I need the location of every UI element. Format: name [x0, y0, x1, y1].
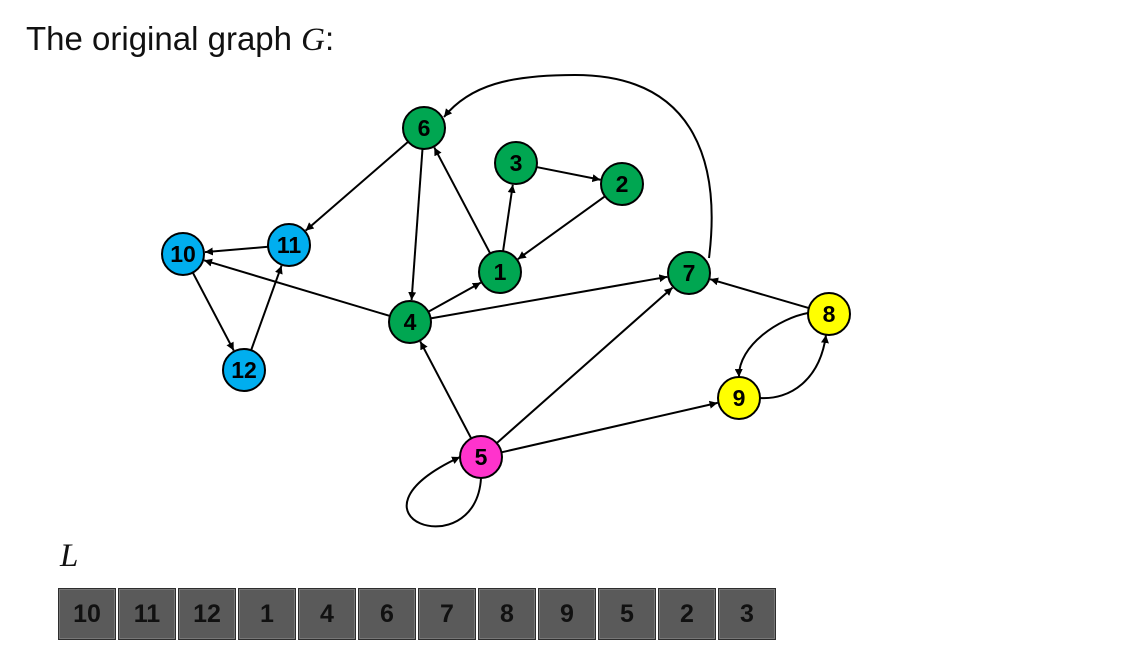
edge-1-to-3 — [502, 184, 516, 252]
edge-12-to-11 — [250, 265, 283, 351]
node-circle — [402, 106, 446, 150]
edge-11-to-10 — [204, 245, 269, 256]
node-11: 11 — [267, 223, 311, 267]
edges-layer — [191, 73, 829, 528]
node-label: 10 — [170, 241, 196, 267]
list-cell: 2 — [658, 588, 716, 640]
node-5: 5 — [459, 435, 503, 479]
list-cell: 3 — [718, 588, 776, 640]
node-3: 3 — [494, 141, 538, 185]
node-label: 3 — [510, 150, 523, 176]
edge-8-to-9 — [734, 312, 809, 378]
edge-10-to-12 — [191, 272, 235, 351]
edge-1-to-6 — [433, 146, 492, 254]
node-2: 2 — [600, 162, 644, 206]
node-9: 9 — [717, 376, 761, 420]
node-circle — [388, 300, 432, 344]
node-circle — [161, 232, 205, 276]
edge-4-to-1 — [427, 281, 482, 313]
node-label: 4 — [404, 309, 417, 335]
node-6: 6 — [402, 106, 446, 150]
node-1: 1 — [478, 250, 522, 294]
node-label: 1 — [494, 259, 507, 285]
edge-5-to-5 — [405, 456, 482, 528]
node-label: 7 — [683, 260, 696, 286]
node-12: 12 — [222, 348, 266, 392]
edge-9-to-8 — [759, 334, 829, 400]
list-cell: 5 — [598, 588, 656, 640]
edge-5-to-7 — [496, 286, 674, 444]
edge-2-to-1 — [517, 195, 606, 260]
node-circle — [717, 376, 761, 420]
node-label: 11 — [277, 232, 302, 258]
node-4: 4 — [388, 300, 432, 344]
list-label: L — [60, 538, 79, 574]
title-graph-symbol: G — [301, 22, 326, 58]
node-circle — [600, 162, 644, 206]
edge-5-to-4 — [419, 341, 473, 439]
node-label: 8 — [823, 301, 836, 327]
edge-3-to-2 — [536, 166, 601, 183]
list-cell: 7 — [418, 588, 476, 640]
node-label: 9 — [733, 385, 746, 411]
node-label: 12 — [231, 357, 257, 383]
node-label: 6 — [418, 115, 431, 141]
node-label: 2 — [616, 171, 629, 197]
node-circle — [478, 250, 522, 294]
list-cell: 6 — [358, 588, 416, 640]
list-cell: 1 — [238, 588, 296, 640]
edge-4-to-7 — [430, 274, 668, 320]
list-cell: 10 — [58, 588, 116, 640]
node-circle — [222, 348, 266, 392]
node-circle — [667, 251, 711, 295]
edge-6-to-4 — [408, 148, 424, 301]
list-cell: 9 — [538, 588, 596, 640]
node-circle — [494, 141, 538, 185]
list-cell: 12 — [178, 588, 236, 640]
edge-6-to-11 — [304, 140, 409, 232]
node-label: 5 — [475, 444, 488, 470]
edge-7-to-6 — [443, 73, 713, 259]
list-cell: 8 — [478, 588, 536, 640]
edge-5-to-9 — [501, 400, 718, 454]
list-cell: 11 — [118, 588, 176, 640]
node-7: 7 — [667, 251, 711, 295]
node-circle — [459, 435, 503, 479]
title-colon: : — [325, 20, 335, 57]
edge-8-to-7 — [709, 277, 810, 310]
list-cell: 4 — [298, 588, 356, 640]
edge-4-to-10 — [203, 258, 391, 317]
node-8: 8 — [807, 292, 851, 336]
node-circle — [267, 223, 311, 267]
node-circle — [807, 292, 851, 336]
diagram-title: The original graph G: — [26, 20, 334, 59]
node-10: 10 — [161, 232, 205, 276]
title-text: The original graph — [26, 20, 302, 57]
